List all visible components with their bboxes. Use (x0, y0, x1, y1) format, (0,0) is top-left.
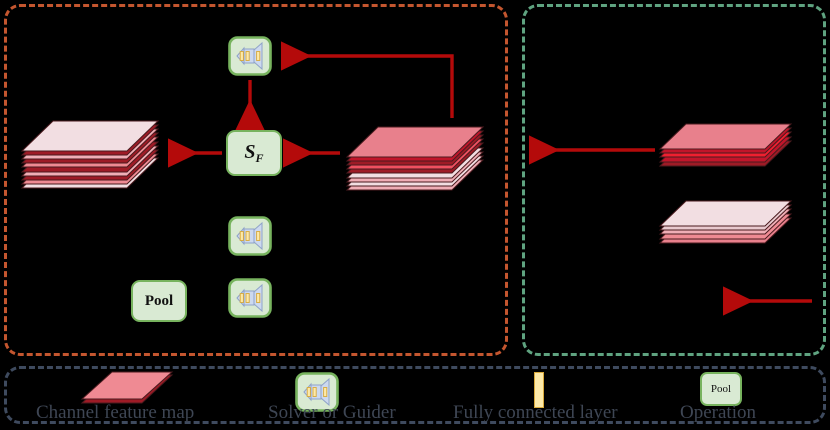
legend-label-solver-or-guider: Solver or Guider (268, 402, 396, 423)
pool-node[interactable]: Pool (131, 280, 187, 322)
operation-icon: Pool (700, 372, 742, 406)
operation-icon-label: Pool (710, 382, 732, 395)
legend-label-channel-feature-map: Channel feature map (36, 402, 195, 423)
solver-guider-icon (295, 372, 339, 412)
left-module-panel (4, 4, 508, 356)
solver-guider-icon[interactable] (228, 216, 272, 256)
legend-label-fully-connected-layer: Fully connected layer (453, 402, 618, 423)
solver-guider-icon[interactable] (228, 36, 272, 76)
fully-connected-layer-icon (534, 372, 544, 408)
right-module-panel (522, 4, 826, 356)
legend-panel (4, 366, 826, 424)
pool-label: Pool (144, 292, 174, 309)
channel-feature-map-icon (80, 371, 174, 404)
solver-fusion-label: SF (244, 140, 264, 166)
solver-fusion-node[interactable]: SF (226, 130, 282, 176)
legend-label-operation: Operation (680, 402, 756, 423)
solver-guider-icon[interactable] (228, 278, 272, 318)
